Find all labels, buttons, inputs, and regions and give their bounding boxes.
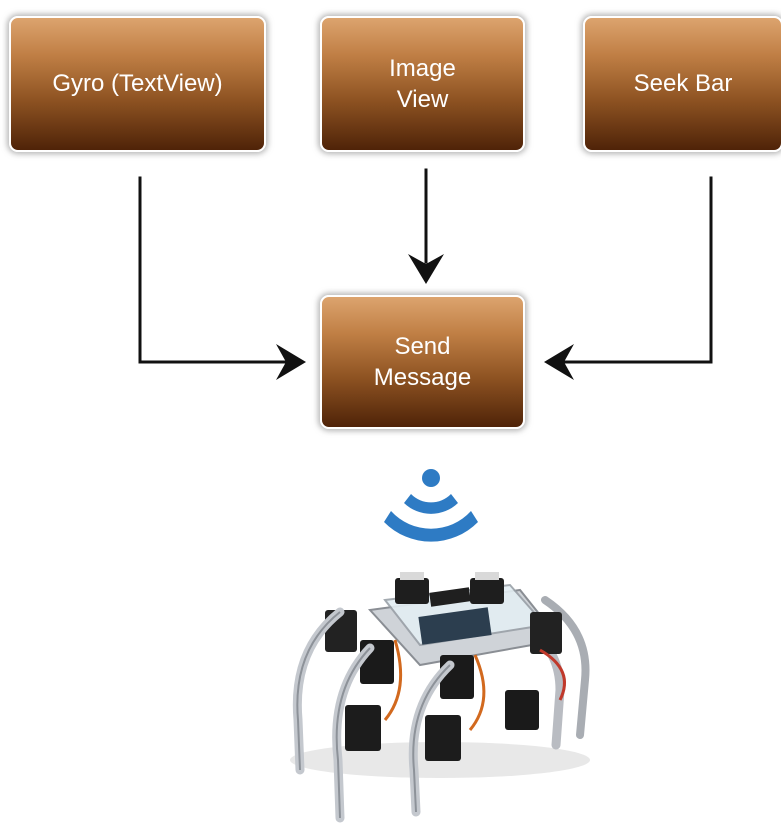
- send-message-label: Send Message: [373, 332, 472, 391]
- edge-seek-to-send: [560, 176, 713, 364]
- arrowhead-left-icon: [544, 344, 574, 380]
- send-message-box: Send Message: [320, 295, 525, 429]
- edge-gyro-to-send: [138, 176, 290, 364]
- seek-bar-label: Seek Bar: [633, 70, 733, 98]
- arrowhead-down-icon: [408, 254, 444, 284]
- hexapod-robot-icon: [290, 572, 590, 823]
- image-view-box: Image View: [320, 16, 525, 152]
- gyro-textview-label: Gyro (TextView): [52, 70, 223, 98]
- seek-bar-box: Seek Bar: [583, 16, 781, 152]
- wifi-signal-icon: [384, 469, 478, 542]
- arrowhead-right-icon: [276, 344, 306, 380]
- gyro-textview-box: Gyro (TextView): [9, 16, 266, 152]
- image-view-label: Image View: [389, 54, 456, 113]
